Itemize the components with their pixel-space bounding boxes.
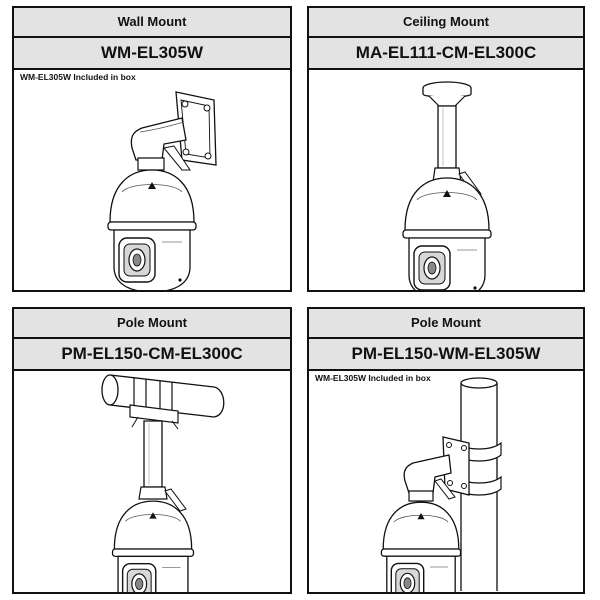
model-number: WM-EL305W <box>14 38 290 70</box>
model-number: MA-EL111-CM-EL300C <box>309 38 583 70</box>
mount-type-label: Wall Mount <box>14 8 290 38</box>
included-note: WM-EL305W Included in box <box>20 72 136 82</box>
model-number: PM-EL150-WM-EL305W <box>309 339 583 371</box>
ceiling-mount-panel: Ceiling Mount MA-EL111-CM-EL300C <box>307 6 585 292</box>
pole-mount-wall-bracket-camera-illustration <box>380 371 583 592</box>
model-number: PM-EL150-CM-EL300C <box>14 339 290 371</box>
mount-type-label: Ceiling Mount <box>309 8 583 38</box>
included-note: WM-EL305W Included in box <box>315 373 431 383</box>
mount-type-label: Pole Mount <box>309 309 583 339</box>
pole-mount-pendant-panel: Pole Mount PM-EL150-CM-EL300C <box>12 307 292 594</box>
wall-mount-panel: Wall Mount WM-EL305W WM-EL305W Included … <box>12 6 292 292</box>
mount-type-label: Pole Mount <box>14 309 290 339</box>
wall-mount-camera-illustration <box>107 70 290 290</box>
pole-mount-wall-bracket-panel: Pole Mount PM-EL150-WM-EL305W WM-EL305W … <box>307 307 585 594</box>
ceiling-mount-camera-illustration <box>402 70 492 290</box>
pole-mount-pendant-camera-illustration <box>14 371 290 592</box>
